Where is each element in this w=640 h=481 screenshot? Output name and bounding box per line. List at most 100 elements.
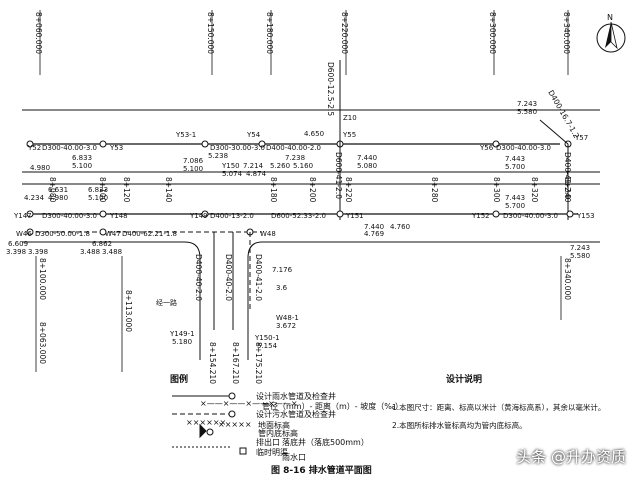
manhole (492, 140, 500, 148)
side-node: 3.672 (276, 322, 296, 330)
manhole (258, 140, 266, 148)
legend-symbol: ×——×——×——×——× (200, 399, 298, 408)
level: 4.760 (390, 223, 410, 231)
pipe-label: D600-52.33-2.0 (271, 212, 326, 220)
side-road-edge (184, 241, 201, 360)
level: 5.100 (72, 162, 92, 170)
station-label: 8+060.000 (34, 12, 43, 54)
outfall-icon (199, 423, 207, 439)
side-node: Y150-1 (254, 334, 280, 342)
level: 6.833 (88, 186, 108, 194)
manhole (26, 140, 34, 148)
level: 5.700 (505, 163, 525, 171)
vertical-pipe-label: D600-41-2.0 (334, 152, 343, 199)
legend-item: 设计污水管道及检查井 (256, 410, 336, 419)
side-node: 5.154 (257, 342, 278, 350)
node-label: Y56 (479, 144, 494, 152)
pipe-label: D400-40.00-2.0 (266, 144, 321, 152)
side-road-edge (247, 241, 263, 360)
level: 4.980 (48, 194, 68, 202)
sewer-manhole (99, 228, 107, 236)
level: 3.488 (80, 248, 100, 256)
level: 6.833 (72, 154, 92, 162)
pipe-label: D300-40.00-3.0 (503, 212, 558, 220)
legend-inlet (239, 447, 247, 455)
level: 7.440 (364, 223, 384, 231)
node-label: Y55 (342, 131, 356, 139)
station-label: 8+340.000 (562, 12, 571, 54)
side-node: 5.180 (172, 338, 192, 346)
sewer-manhole (26, 228, 34, 236)
side-pipe-label: D400-40-2.0 (224, 254, 233, 301)
legend-item: 设计雨水管道及检查井 (256, 392, 336, 401)
level: 5.580 (517, 108, 537, 116)
pipe-label: D300-40.00-3.0 (42, 144, 97, 152)
legend-item: 临时明渠 (256, 448, 288, 457)
legend-symbol: ×××××× (186, 418, 227, 427)
level: 5.100 (183, 165, 203, 173)
level: 4.874 (246, 170, 267, 178)
legend-manhole (228, 410, 236, 418)
station-label: 8+180.000 (265, 12, 274, 54)
level: 5.080 (357, 162, 377, 170)
band-station: 8+320 (530, 177, 539, 203)
pipe-label: D300-40.00-3.0 (496, 144, 551, 152)
notes-line: 1.本图尺寸：距离、标高以米计（黄海标高系），其余以毫米计。 (392, 403, 606, 412)
node-label: Z10 (343, 114, 357, 122)
manhole (201, 210, 209, 218)
band-station: 8+300 (492, 177, 501, 203)
node-label: Y53 (109, 144, 123, 152)
level: 7.443 (505, 155, 525, 163)
legend-symbol: ××××× (218, 420, 252, 429)
level: 5.580 (570, 252, 590, 260)
side-road-label: 经一路 (156, 298, 177, 307)
node-label: Y147 (13, 212, 32, 220)
level: 7.238 (285, 154, 305, 162)
pipe-label: D300-50.00-1.8 (35, 230, 90, 238)
manhole (99, 140, 107, 148)
level: 6.862 (92, 240, 112, 248)
level: 5.700 (505, 202, 525, 210)
side-station: 8+167.210 (231, 342, 240, 384)
level: 7.443 (505, 194, 525, 202)
node-label: Y152 (471, 212, 490, 220)
legend-item: 落底井（落底500mm） (282, 438, 369, 447)
band-station: 8+180 (269, 177, 278, 203)
level: 5.074 (222, 170, 243, 178)
north-arrow-icon: N (596, 13, 626, 53)
manhole (336, 210, 344, 218)
level: 4.980 (30, 164, 50, 172)
level: 3.488 (102, 248, 122, 256)
north-label: N (607, 13, 613, 22)
pipe-label: D400-13-2.0 (210, 212, 254, 220)
legend-item: 地面标高 (258, 421, 290, 430)
side-node: 7.176 (272, 266, 293, 274)
level: 5.100 (88, 194, 108, 202)
node-label: W46 (16, 230, 32, 238)
node-label: W48 (260, 230, 276, 238)
level: 4.650 (304, 130, 324, 138)
node-label: Y52 (27, 144, 41, 152)
level: 7.214 (243, 162, 264, 170)
node-label: Y148 (109, 212, 128, 220)
level: 7.086 (183, 157, 204, 165)
vertical-pipe-label: D400-41-2.0 (563, 152, 572, 199)
band-station: 8+200 (308, 177, 317, 203)
band-station: 8+080 (48, 177, 57, 203)
level: 3.398 (28, 248, 48, 256)
notes-line: 2.本图所标排水管标高均为管内底标高。 (392, 421, 527, 430)
branch-pipe (539, 119, 569, 145)
side-station: 8+063.000 (38, 322, 47, 364)
node-label: Y149 (189, 212, 208, 220)
level: 7.243 (570, 244, 590, 252)
manhole (492, 210, 500, 218)
legend-item: 管内底标高 (258, 429, 298, 438)
legend-manhole (228, 392, 236, 400)
legend-title: 图例 (170, 375, 189, 385)
legend-item: 排出口 (256, 438, 280, 447)
side-station: 8+154.210 (208, 342, 217, 384)
node-label: Y53-1 (175, 131, 196, 139)
node-label: Y153 (576, 212, 595, 220)
station-label: 8+300.000 (488, 12, 497, 54)
level: 5.238 (208, 152, 228, 160)
